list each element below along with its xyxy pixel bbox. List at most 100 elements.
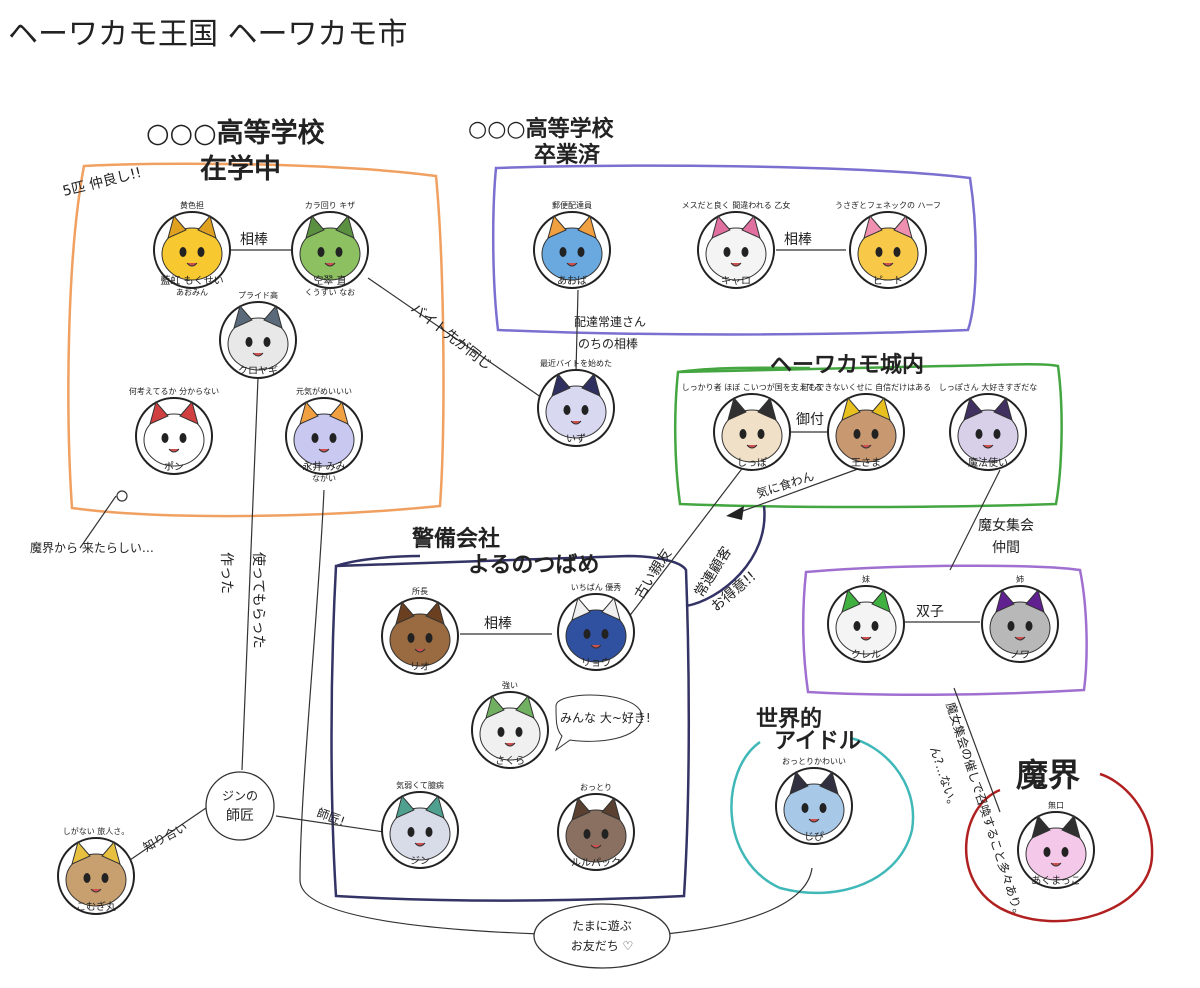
character-furigana: ながい [312, 473, 336, 483]
portrait-eye [425, 827, 433, 837]
portrait-eye [853, 621, 861, 631]
portrait-ear [197, 214, 217, 239]
portrait-face [389, 613, 451, 667]
portrait-ear [757, 396, 777, 421]
portrait-eye [263, 337, 271, 347]
portrait-eye [739, 429, 747, 439]
character-name: こむぎ丸 [76, 900, 116, 913]
portrait-mouth [860, 444, 872, 449]
portrait-eye [515, 727, 523, 737]
character-note: しっぽさん 大好きすぎだな [939, 382, 1038, 392]
group-title-highschool-current: ○○○高等学校 [146, 117, 325, 149]
character-note: 元気がめいいい [296, 386, 352, 396]
character-name: じぴ [804, 831, 824, 843]
character-name: クレル [851, 649, 881, 661]
portrait-face [227, 317, 289, 371]
character-name: あくまっこ [1031, 875, 1081, 887]
portrait-eye [1061, 847, 1069, 857]
portrait-ear [149, 400, 169, 425]
group-frame-highschool-current [67, 162, 445, 518]
character-note: 何もできないくせに 自信だけはある [801, 382, 931, 392]
portrait-ear [711, 214, 731, 239]
rel-furui: 古い親友 [632, 546, 675, 602]
portrait-mouth [882, 262, 894, 267]
portrait-ear [547, 214, 567, 239]
character-note: 強い [502, 680, 518, 690]
portrait-eye [581, 405, 589, 415]
portrait-ear [395, 794, 415, 819]
character-note: おっとりかわいい [782, 757, 846, 766]
character-note: 黄色担 [180, 200, 204, 210]
character-note: プライド高 [238, 290, 278, 300]
portrait-mouth [570, 420, 582, 425]
portrait-mouth [730, 262, 742, 267]
portrait-face [857, 227, 919, 281]
character-name: しっぽ [737, 457, 767, 469]
portrait-ear [233, 304, 253, 329]
portrait-eye [801, 803, 809, 813]
portrait-eye [853, 429, 861, 439]
portrait-face [783, 783, 845, 837]
portrait-face [705, 227, 767, 281]
portrait-eye [601, 829, 609, 839]
portrait-eye [245, 337, 253, 347]
portrait-mouth [746, 444, 758, 449]
portrait-eye [1025, 621, 1033, 631]
character-jipi[interactable]: じぴ おっとりかわいい [775, 757, 853, 845]
node-jin-shisho-l1: ジンの [222, 789, 258, 803]
group-frame-security [330, 554, 691, 902]
portrait-eye [993, 429, 1001, 439]
portrait-ear [71, 840, 91, 865]
group-subtitle-idol: アイドル [774, 729, 861, 754]
portrait-eye [601, 629, 609, 639]
arrow-head-kinikuwan [726, 506, 744, 520]
line-castle-security [685, 505, 766, 608]
portrait-eye [741, 247, 749, 257]
portrait-mouth [324, 262, 336, 267]
portrait-eye [871, 429, 879, 439]
character-name: 永井 みみ [302, 460, 345, 473]
portrait-eye [83, 873, 91, 883]
character-name: 藍虹 もくせい [160, 274, 223, 287]
portrait-mouth [252, 352, 264, 357]
portrait-ear [1025, 588, 1045, 613]
portrait-mouth [504, 742, 516, 747]
connector-lines [79, 249, 1001, 935]
line-kuroyagi-shisho [241, 377, 259, 771]
portrait-ear [425, 600, 445, 625]
portrait-ear [871, 588, 891, 613]
line-king-shippo-kinikuwan [739, 465, 867, 513]
portrait-ear [551, 372, 571, 397]
portrait-ear [863, 214, 883, 239]
character-furigana: あおみん [176, 288, 208, 297]
note-minna: みんな 大~好き! [560, 711, 651, 725]
portrait-ear [841, 396, 861, 421]
line-pon-makai-note [79, 495, 117, 549]
note-makai-l1: 魔界から 来たらしい… [30, 540, 154, 555]
rel-tsukutta: 作った [218, 552, 234, 594]
portrait-ear [179, 400, 199, 425]
character-note: メスだと良く 間違われる 乙女 [682, 200, 791, 210]
character-nowa[interactable]: ノワ姉 [981, 574, 1059, 663]
